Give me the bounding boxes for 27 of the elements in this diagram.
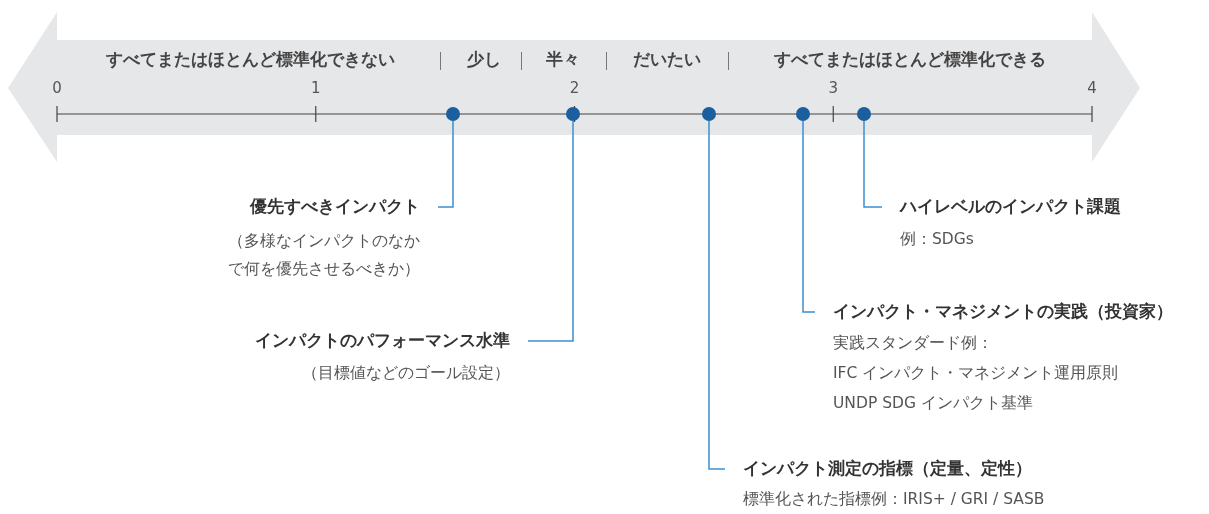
- item-heading: インパクト測定の指標（定量、定性）: [743, 458, 1033, 480]
- item-heading: 優先すべきインパクト: [249, 196, 420, 218]
- leader-line: [802, 120, 816, 313]
- item-description: IFC インパクト・マネジメント運用原則: [833, 363, 1120, 384]
- leader-line: [863, 120, 883, 208]
- leader-line: [708, 120, 726, 470]
- item-description: （多様なインパクトのなかで何を優先させるべきか）: [227, 231, 420, 280]
- item-description: 実践スタンダード例：: [833, 333, 994, 354]
- category-label: 少し: [467, 49, 501, 71]
- tick-label: 0: [52, 78, 62, 98]
- leader-line: [527, 120, 574, 342]
- tick-label: 1: [311, 78, 321, 98]
- item-description: 例：SDGs: [900, 229, 975, 250]
- category-label: 半々: [546, 49, 580, 71]
- tick-label: 3: [828, 78, 838, 98]
- item-heading: インパクト・マネジメントの実践（投資家）: [833, 301, 1174, 323]
- item-description: UNDP SDG インパクト基準: [833, 393, 1034, 414]
- tick-label: 2: [569, 78, 580, 98]
- category-label: すべてまたはほとんど標準化できる: [774, 49, 1046, 71]
- item-heading: インパクトのパフォーマンス水準: [254, 330, 510, 352]
- tick-label: 4: [1087, 78, 1097, 98]
- item-description: （目標値などのゴール設定）: [301, 363, 510, 384]
- category-label: すべてまたはほとんど標準化できない: [105, 49, 395, 71]
- item-heading: ハイレベルのインパクト課題: [900, 196, 1122, 218]
- leader-line: [437, 120, 454, 208]
- category-label: だいたい: [633, 49, 701, 71]
- item-description: 標準化された指標例：IRIS+ / GRI / SASB: [743, 489, 1046, 510]
